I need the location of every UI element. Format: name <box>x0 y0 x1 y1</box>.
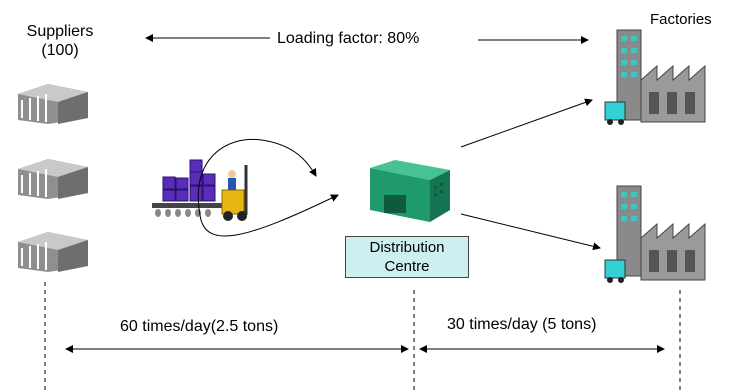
supplier-dc-frequency: 60 times/day(2.5 tons) <box>120 318 279 335</box>
pickup-loop-arrow <box>197 138 317 216</box>
dc-to-factory-bottom-arrow <box>460 213 601 251</box>
to-dc-arrow <box>199 194 339 237</box>
supplier-building-icon <box>18 84 88 124</box>
dc-label-line2: Centre <box>384 258 430 275</box>
warehouse-icon <box>370 160 450 222</box>
factory-icon <box>604 185 706 283</box>
suppliers-label: Suppliers (100) <box>14 22 106 60</box>
supplier-building-icon <box>18 159 88 199</box>
factory-icon <box>604 29 706 125</box>
suppliers-count: (100) <box>41 42 79 59</box>
suppliers-title: Suppliers <box>26 23 94 40</box>
dc-to-factory-top-arrow <box>460 98 593 148</box>
loading-factor-label: Loading factor: 80% <box>277 30 420 47</box>
dc-label-line1: Distribution <box>369 239 445 256</box>
distribution-centre-label: Distribution Centre <box>345 236 469 278</box>
supplier-building-icon <box>18 232 88 272</box>
factories-label: Factories <box>650 11 712 28</box>
forklift-cargo-icon <box>152 159 248 221</box>
dc-factory-frequency: 30 times/day (5 tons) <box>447 316 597 333</box>
